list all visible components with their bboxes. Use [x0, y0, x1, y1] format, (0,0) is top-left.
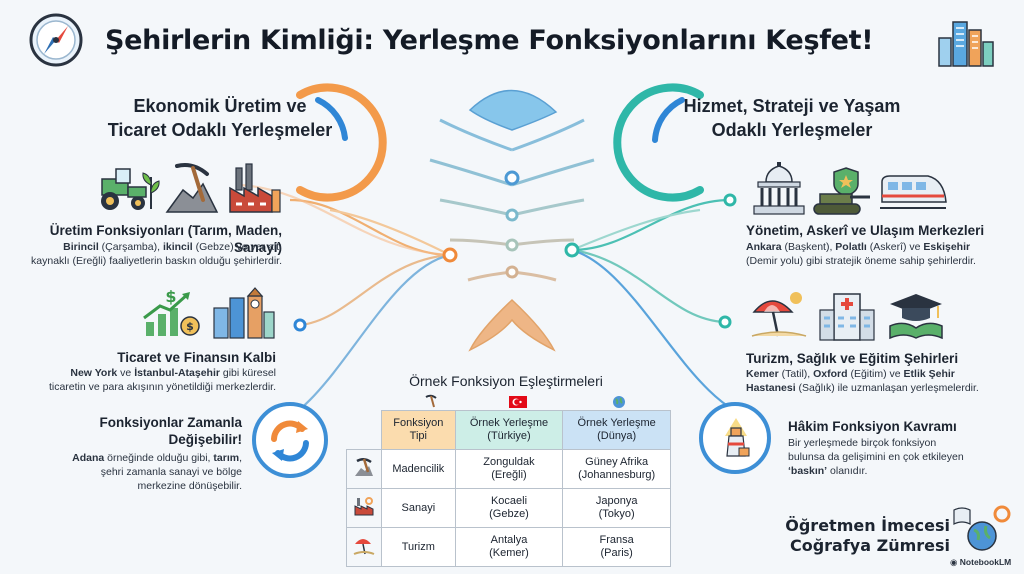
hospital-icon [816, 290, 878, 342]
production-functions-title: Üretim Fonksiyonları (Tarım, Maden, Sana… [49, 223, 282, 255]
globe-book-gear-icon [952, 504, 1016, 556]
turkey-flag-icon [509, 396, 527, 408]
brand-badge: ◉ NotebookLM [950, 556, 1011, 568]
pickaxe-header-icon [423, 393, 439, 409]
table-cell-type: Turizm [381, 527, 456, 567]
graduation-cap-book-icon [886, 290, 946, 340]
administration-military-desc: Ankara (Başkent), Polatlı (Askerî) ve Es… [746, 241, 976, 267]
notebooklm-logo-icon: ◉ [950, 557, 960, 567]
table-cell-world: Güney Afrika(Johannesburg) [562, 449, 671, 489]
dollar-sign-icon: $ [162, 286, 180, 306]
factory-icon [346, 488, 382, 528]
government-building-icon [750, 162, 808, 216]
beach-umbrella-sun-icon [750, 288, 808, 340]
table-row: Turizm Antalya(Kemer) Fransa(Paris) [346, 527, 671, 567]
globe-icon [612, 395, 626, 409]
city-skyline-icon [935, 14, 997, 68]
table-row: Madencilik Zonguldak(Ereğli) Güney Afrik… [346, 449, 671, 489]
production-functions-desc: Birincil (Çarşamba), ikincil (Gebze) ve … [31, 241, 282, 267]
growth-chart-icon: $ [140, 288, 206, 338]
table-header-world: Örnek Yerleşme(Dünya) [562, 410, 671, 450]
table-cell-world: Fransa(Paris) [562, 527, 671, 567]
right-section-title: Hizmet, Strateji ve Yaşam Odaklı Yerleşm… [683, 96, 901, 140]
tractor-icon [94, 165, 154, 213]
compass-icon [28, 12, 84, 68]
administration-military-title: Yönetim, Askerî ve Ulaşım Merkezleri [746, 223, 985, 238]
brand-label: NotebookLM [959, 557, 1012, 567]
plant-sprout-icon [140, 165, 162, 211]
table-row: Sanayi Kocaeli(Gebze) Japonya(Tokyo) [346, 488, 671, 528]
fish-skeleton [429, 89, 595, 352]
pickaxe-mine-icon [163, 160, 221, 216]
table-cell-world: Japonya(Tokyo) [562, 488, 671, 528]
clock-tower-city-icon [210, 286, 276, 340]
page-title: Şehirlerin Kimliği: Yerleşme Fonksiyonla… [105, 25, 874, 56]
tourism-health-education-title: Turizm, Sağlık ve Eğitim Şehirleri [746, 351, 959, 366]
tourism-health-education-desc: Kemer (Tatil), Oxford (Eğitim) ve Etlik … [746, 368, 979, 394]
high-speed-train-icon [878, 170, 948, 214]
functions-change-desc: Adana örneğinde olduğu gibi, tarım, şehr… [72, 452, 242, 492]
table-cell-turkey: Kocaeli(Gebze) [454, 488, 564, 528]
table-cell-turkey: Zonguldak(Ereğli) [454, 449, 564, 489]
table-cell-turkey: Antalya(Kemer) [454, 527, 564, 567]
military-tank-icon [810, 166, 874, 216]
dominant-function-title: Hâkim Fonksiyon Kavramı [788, 419, 957, 434]
footer-line2: Coğrafya Zümresi [789, 536, 950, 555]
lighthouse-icon [713, 414, 759, 462]
dominant-function-desc: Bir yerleşmede birçok fonksiyon bulunsa … [788, 437, 964, 477]
right-section-arc [613, 83, 704, 202]
table-cell-type: Madencilik [381, 449, 456, 489]
svg-text:$: $ [186, 320, 194, 333]
trade-finance-title: Ticaret ve Finansın Kalbi [117, 350, 276, 365]
footer-credit: Öğretmen İmecesi Coğrafya Zümresi [760, 516, 950, 556]
cycle-arrows-icon [262, 413, 318, 469]
factory-icon [226, 160, 284, 216]
trade-finance-desc: New York ve İstanbul-Ataşehir gibi küres… [48, 367, 276, 393]
beach-umbrella-icon [346, 527, 382, 567]
footer-line1: Öğretmen İmecesi [785, 516, 950, 535]
table-header-icon-col [347, 411, 382, 450]
left-section-title: Ekonomik Üretim ve Ticaret Odaklı Yerleş… [107, 96, 333, 140]
pickaxe-icon [346, 449, 382, 489]
table-header-turkey: Örnek Yerleşme(Türkiye) [454, 410, 564, 450]
svg-text:$: $ [165, 287, 176, 306]
table-title: Örnek Fonksiyon Eşleştirmeleri [409, 373, 603, 389]
functions-change-title: Fonksiyonlar Zamanla Değişebilir! [99, 415, 242, 447]
table-cell-type: Sanayi [381, 488, 456, 528]
left-section-arc [296, 83, 387, 202]
